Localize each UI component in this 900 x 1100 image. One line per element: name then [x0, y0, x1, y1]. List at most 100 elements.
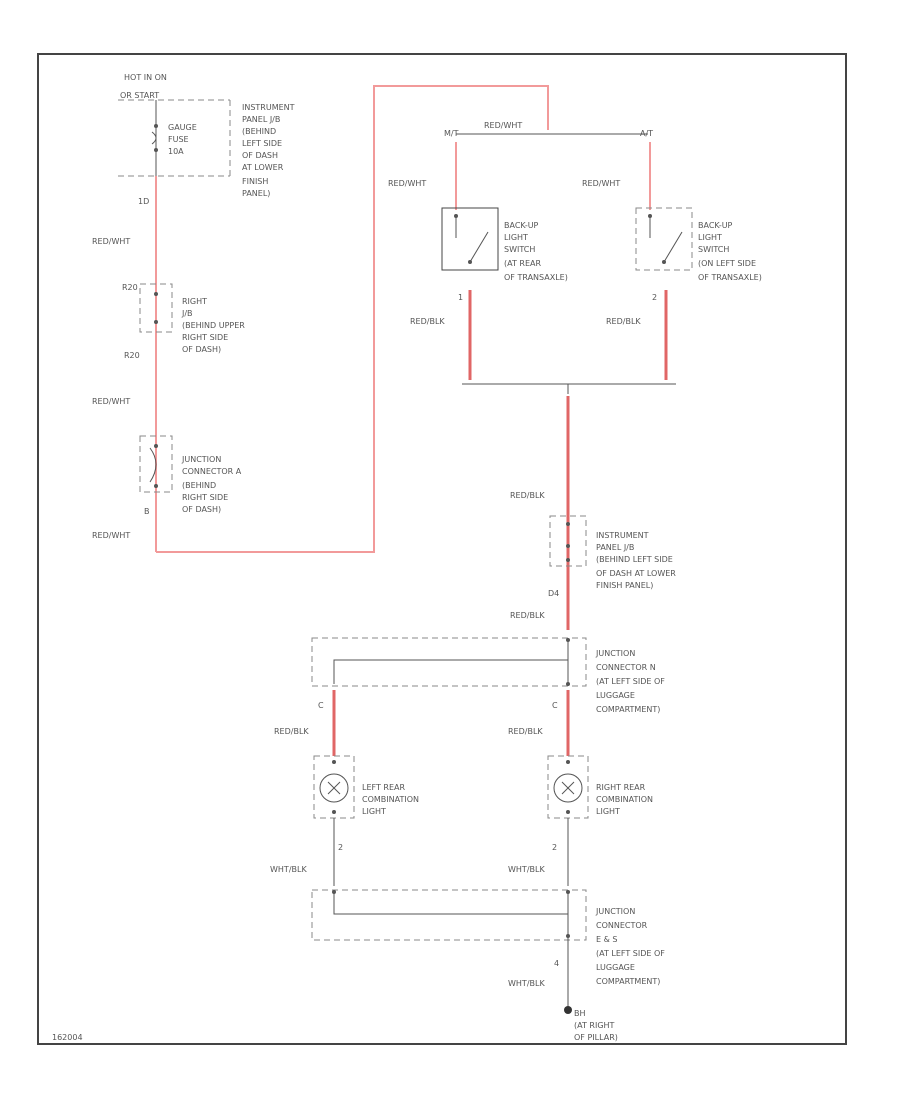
ground-wire-label: WHT/BLK: [508, 979, 545, 988]
center-ip-jb-label-3: OF DASH AT LOWER: [596, 569, 676, 578]
junction-connector-es: JUNCTION CONNECTOR E & S (AT LEFT SIDE O…: [311, 889, 665, 1010]
ip-jb-label-5: AT LOWER: [242, 163, 284, 172]
jc-a-label-1: CONNECTOR A: [182, 467, 242, 476]
jc-a-label-0: JUNCTION: [181, 455, 221, 464]
loop-wire: [156, 85, 549, 553]
left-lamp-label-1: COMBINATION: [362, 795, 419, 804]
right-jb-label-2: (BEHIND UPPER: [182, 321, 245, 330]
left-rear-combination-light: LEFT REAR COMBINATION LIGHT: [313, 755, 419, 819]
center-ip-jb-label-2: (BEHIND LEFT SIDE: [596, 555, 673, 564]
right-lamp-label-1: COMBINATION: [596, 795, 653, 804]
ground-icon: [564, 1006, 572, 1014]
jc-n-label-4: COMPARTMENT): [596, 705, 660, 714]
right-lamp-wire-label: RED/BLK: [508, 727, 543, 736]
ip-jb-label-4: OF DASH: [242, 151, 278, 160]
at-switch-label-3: (ON LEFT SIDE: [698, 259, 756, 268]
center-ip-jb-label-4: FINISH PANEL): [596, 581, 653, 590]
jc-n-pin-right: C: [552, 701, 558, 710]
fuse-terminal-bottom: [154, 148, 158, 152]
figure-id: 162004: [52, 1033, 83, 1042]
left-switch-wire: RED/WHT: [388, 179, 426, 188]
right-jb-label-3: RIGHT SIDE: [182, 333, 228, 342]
jc-es-label-1: CONNECTOR: [596, 921, 648, 930]
jc-n-label-0: JUNCTION: [595, 649, 635, 658]
jc-es-label-3: (AT LEFT SIDE OF: [596, 949, 665, 958]
power-feed-group: HOT IN ON OR START GAUGE FUSE 10A INSTRU…: [118, 73, 295, 206]
center-wire-b: RED/BLK: [510, 611, 545, 620]
at-label: A/T: [640, 129, 653, 138]
mt-switch-label-1: LIGHT: [504, 233, 528, 242]
junction-connector-n: JUNCTION CONNECTOR N (AT LEFT SIDE OF LU…: [311, 637, 665, 714]
mt-label: M/T: [444, 129, 459, 138]
fuse-label-1: GAUGE: [168, 123, 197, 132]
center-ip-jb-box: [549, 515, 587, 567]
mt-output-label: RED/BLK: [410, 317, 445, 326]
ip-jb-label-3: LEFT SIDE: [242, 139, 282, 148]
at-switch-label-2: SWITCH: [698, 245, 729, 254]
left-lamp-pin-2: 2: [338, 843, 343, 852]
right-ground-wire-label: WHT/BLK: [508, 865, 545, 874]
right-jb-label-0: RIGHT: [182, 297, 207, 306]
mt-switch-pin: 1: [458, 293, 463, 302]
jc-es-label-4: LUGGAGE: [596, 963, 635, 972]
ground-label-0: BH: [574, 1009, 586, 1018]
right-jb-label-4: OF DASH): [182, 345, 221, 354]
fuse-terminal-top: [154, 124, 158, 128]
pin-1d: 1D: [138, 197, 149, 206]
right-switch-wire: RED/WHT: [582, 179, 620, 188]
right-jb: R20 RIGHT J/B (BEHIND UPPER RIGHT SIDE O…: [122, 283, 245, 360]
left-wire-label-1: RED/WHT: [92, 237, 130, 246]
jc-n-label-1: CONNECTOR N: [596, 663, 656, 672]
ground-point: BH (AT RIGHT OF PILLAR): [564, 1006, 618, 1042]
jc-es-label-2: E & S: [596, 935, 617, 944]
at-switch-box: [635, 207, 693, 271]
ip-jb-label-6: FINISH: [242, 177, 268, 186]
fuse-label-3: 10A: [168, 147, 184, 156]
mt-backup-switch: BACK-UP LIGHT SWITCH (AT REAR OF TRANSAX…: [441, 207, 568, 302]
right-jb-pin-top: R20: [122, 283, 138, 292]
right-lamp-pin-2: 2: [552, 843, 557, 852]
at-switch-label-1: LIGHT: [698, 233, 722, 242]
right-jb-box: [139, 283, 173, 333]
center-wire-a: RED/BLK: [510, 491, 545, 500]
right-rear-combination-light: RIGHT REAR COMBINATION LIGHT: [547, 755, 653, 819]
jc-n-label-2: (AT LEFT SIDE OF: [596, 677, 665, 686]
hot-label-2: OR START: [120, 91, 159, 100]
left-ground-wire-label: WHT/BLK: [270, 865, 307, 874]
ip-jb-label-7: PANEL): [242, 189, 270, 198]
jc-n-bus: [333, 659, 568, 684]
junction-connector-a: JUNCTION CONNECTOR A (BEHIND RIGHT SIDE …: [139, 435, 242, 516]
center-pin-d4: D4: [548, 589, 559, 598]
at-switch-arm: [663, 231, 683, 263]
diagram-frame: [37, 53, 847, 1045]
right-jb-label-1: J/B: [181, 309, 193, 318]
jc-es-box: [311, 889, 587, 941]
hot-label-1: HOT IN ON: [124, 73, 167, 82]
jc-n-box: [311, 637, 587, 687]
ground-label-1: (AT RIGHT: [574, 1021, 615, 1030]
jc-es-pin-4: 4: [554, 959, 559, 968]
fuse-icon: [151, 131, 157, 145]
mt-switch-arm: [469, 231, 489, 263]
at-switch-pin: 2: [652, 293, 657, 302]
center-ip-jb-label-1: PANEL J/B: [596, 543, 634, 552]
center-ip-jb: INSTRUMENT PANEL J/B (BEHIND LEFT SIDE O…: [548, 515, 676, 598]
at-output-label: RED/BLK: [606, 317, 641, 326]
jc-n-label-3: LUGGAGE: [596, 691, 635, 700]
ip-jb-label-0: INSTRUMENT: [242, 103, 295, 112]
center-ip-jb-label-0: INSTRUMENT: [596, 531, 649, 540]
left-lamp-label-0: LEFT REAR: [362, 783, 405, 792]
mt-switch-label-2: SWITCH: [504, 245, 535, 254]
right-lamp-bulb-icon: [553, 773, 583, 803]
left-lamp-wire-label: RED/BLK: [274, 727, 309, 736]
jc-a-label-4: OF DASH): [182, 505, 221, 514]
switch-split: M/T A/T RED/WHT RED/WHT: [388, 129, 653, 210]
right-lamp-label-0: RIGHT REAR: [596, 783, 646, 792]
left-lamp-label-2: LIGHT: [362, 807, 386, 816]
jc-n-pin-left: C: [318, 701, 324, 710]
fuse-label-2: FUSE: [168, 135, 189, 144]
left-lamp-bulb-icon: [319, 773, 349, 803]
ip-jb-label-1: PANEL J/B: [242, 115, 280, 124]
jc-es-label-5: COMPARTMENT): [596, 977, 660, 986]
